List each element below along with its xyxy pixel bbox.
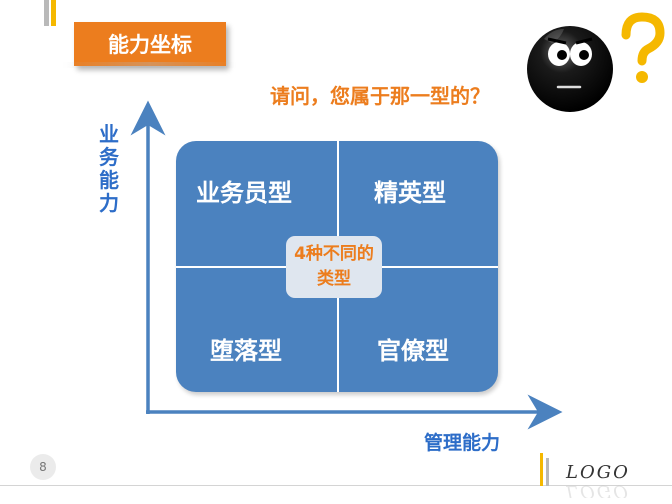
thinking-black-face-icon [527, 26, 613, 112]
center-label-box: 4种不同的类型 [286, 236, 382, 298]
logo: LOGO [566, 462, 630, 483]
title-shadow [62, 62, 237, 68]
mascot-icon [527, 12, 665, 112]
center-label: 4种不同的类型 [294, 244, 374, 289]
footer-bar-orange [540, 453, 543, 486]
quadrant-bottom-right: 官僚型 [377, 337, 449, 365]
quadrant-top-right: 精英型 [374, 179, 446, 207]
question-text: 请问，您属于那一型的？ [270, 84, 490, 108]
footer-bar-grey [546, 458, 549, 486]
quadrant-top-left: 业务员型 [196, 179, 292, 207]
y-axis-label: 业务能力 [99, 122, 119, 215]
page-number: 8 [30, 454, 56, 480]
x-axis-label: 管理能力 [424, 432, 501, 454]
footer-line [0, 485, 672, 486]
question-mark-icon [621, 12, 665, 83]
logo-reflection: LOGO [566, 484, 630, 498]
accent-bar-orange [51, 0, 56, 26]
quadrant-bottom-left: 堕落型 [210, 337, 282, 365]
accent-bar-grey [44, 0, 49, 26]
slide-title: 能力坐标 [74, 22, 226, 66]
